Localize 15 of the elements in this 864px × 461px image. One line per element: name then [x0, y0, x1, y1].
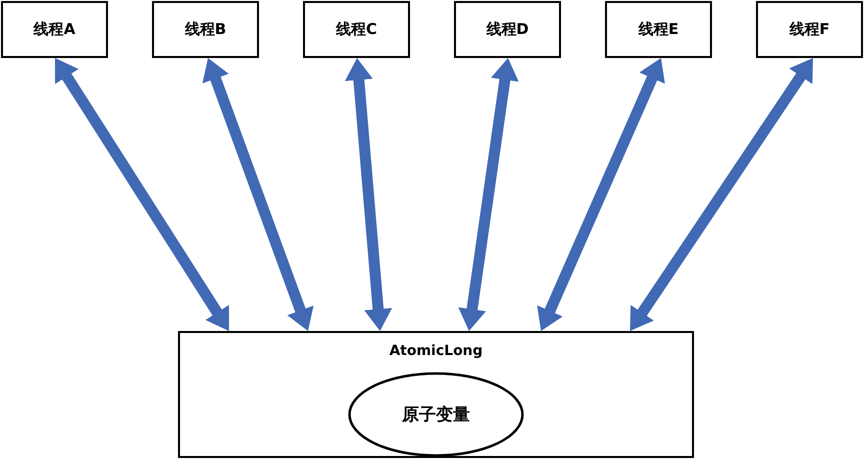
container-box — [178, 331, 694, 458]
thread-box: 线程C — [303, 1, 410, 58]
thread-box: 线程E — [605, 1, 712, 58]
double-arrow — [537, 58, 665, 331]
double-arrow — [53, 58, 231, 331]
thread-box: 线程D — [454, 1, 561, 58]
double-arrow — [202, 58, 314, 331]
double-arrow — [344, 58, 392, 331]
ellipse-node: 原子变量 — [348, 372, 524, 457]
class-name-label: AtomicLong — [388, 343, 484, 359]
double-arrow — [458, 58, 519, 331]
double-arrow — [628, 58, 815, 331]
thread-box: 线程F — [756, 1, 863, 58]
thread-box: 线程B — [152, 1, 259, 58]
thread-box: 线程A — [1, 1, 108, 58]
